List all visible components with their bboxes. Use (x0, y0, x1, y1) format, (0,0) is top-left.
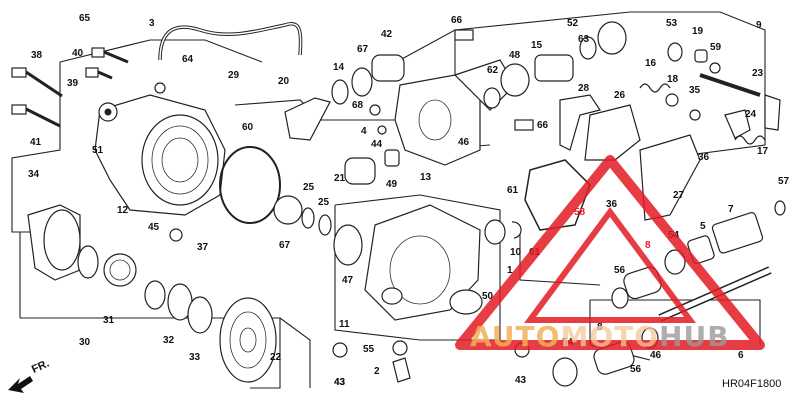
callout-30: 30 (79, 337, 91, 348)
callout-56: 56 (614, 265, 626, 276)
callout-37: 37 (197, 242, 209, 253)
callout-43: 43 (334, 377, 346, 388)
breather-hose (158, 22, 303, 61)
pinion-gear (273, 54, 405, 236)
callout-68: 68 (352, 100, 364, 111)
callout-25: 25 (303, 182, 315, 193)
callout-42: 42 (381, 29, 393, 40)
callout-62: 62 (487, 65, 499, 76)
callout-19: 19 (692, 26, 704, 37)
watermark-part-2: MOTO (560, 320, 660, 353)
callout-27: 27 (673, 190, 685, 201)
bolts-left (11, 47, 129, 128)
callout-46: 46 (458, 137, 470, 148)
ring-gear (219, 297, 277, 383)
callout-45: 45 (148, 222, 160, 233)
callout-50: 50 (482, 291, 494, 302)
callout-61: 61 (507, 185, 519, 196)
callout-66: 66 (451, 15, 463, 26)
callout-35: 35 (689, 85, 701, 96)
callout-52: 52 (567, 18, 579, 29)
callout-8: 8 (645, 240, 651, 251)
callout-64: 64 (182, 54, 194, 65)
callout-56: 56 (630, 364, 642, 375)
callout-65: 65 (79, 13, 91, 24)
callout-55: 55 (363, 344, 375, 355)
callout-1: 1 (507, 265, 513, 276)
callout-44: 44 (371, 139, 383, 150)
callout-2: 2 (374, 366, 380, 377)
rear-case (333, 204, 522, 383)
callout-66: 66 (537, 120, 549, 131)
callout-34: 34 (28, 169, 40, 180)
callout-6: 6 (738, 350, 744, 361)
callout-3: 3 (149, 18, 155, 29)
callout-67: 67 (279, 240, 291, 251)
callout-58: 58 (574, 207, 586, 218)
callout-59: 59 (710, 42, 722, 53)
callout-20: 20 (278, 76, 290, 87)
callout-9: 9 (756, 20, 762, 31)
front-gear-case (94, 82, 226, 216)
callout-16: 16 (645, 58, 657, 69)
callout-39: 39 (67, 78, 79, 89)
callout-51: 51 (92, 145, 104, 156)
diagram-code: HR04F1800 (722, 378, 782, 390)
callout-53: 53 (666, 18, 678, 29)
callout-10: 10 (510, 247, 522, 258)
callout-4: 4 (361, 126, 367, 137)
callout-63: 63 (578, 34, 590, 45)
callout-57: 57 (778, 176, 790, 187)
callout-15: 15 (531, 40, 543, 51)
callout-labels: 65 3 64 29 38 40 39 41 51 12 34 45 37 31… (28, 13, 790, 388)
callout-14: 14 (333, 62, 345, 73)
callout-47: 47 (342, 275, 354, 286)
callout-43: 43 (515, 375, 527, 386)
callout-7: 7 (728, 204, 734, 215)
callout-43: 43 (334, 377, 346, 388)
callout-40: 40 (72, 48, 84, 59)
callout-33: 33 (189, 352, 201, 363)
callout-67: 67 (357, 44, 369, 55)
front-direction-arrow-icon (8, 376, 33, 393)
callout-5: 5 (700, 221, 706, 232)
watermark-part-1: AUTO (470, 320, 561, 353)
shift-parts (524, 94, 641, 231)
callout-12: 12 (117, 205, 129, 216)
callout-28: 28 (578, 83, 590, 94)
callout-22: 22 (270, 352, 282, 363)
callout-60: 60 (242, 122, 254, 133)
callout-24: 24 (745, 109, 757, 120)
callout-23: 23 (752, 68, 764, 79)
callout-21: 21 (334, 173, 346, 184)
callout-49: 49 (386, 179, 398, 190)
shift-drum-assembly (639, 42, 781, 145)
callout-48: 48 (509, 50, 521, 61)
watermark-text: AUTOMOTOHUB (470, 320, 800, 360)
watermark-part-3: HUB (659, 320, 730, 353)
callout-31: 31 (103, 315, 115, 326)
callout-8: 8 (597, 322, 603, 333)
callout-36: 36 (606, 199, 618, 210)
callout-41: 41 (30, 137, 42, 148)
callout-11: 11 (339, 319, 350, 330)
callout-18: 18 (667, 74, 679, 85)
callout-38: 38 (31, 50, 43, 61)
differential-assembly (27, 204, 213, 334)
watermark-logo-icon (455, 155, 765, 350)
callout-17: 17 (757, 146, 769, 157)
o-ring-60 (219, 146, 281, 224)
callout-25: 25 (318, 197, 330, 208)
callout-46: 46 (650, 350, 662, 361)
upper-shaft-parts (454, 21, 627, 131)
callout-32: 32 (163, 335, 175, 346)
callout-36: 36 (698, 152, 710, 163)
callout-26: 26 (614, 90, 626, 101)
callout-13: 13 (420, 172, 432, 183)
callout-29: 29 (228, 70, 240, 81)
